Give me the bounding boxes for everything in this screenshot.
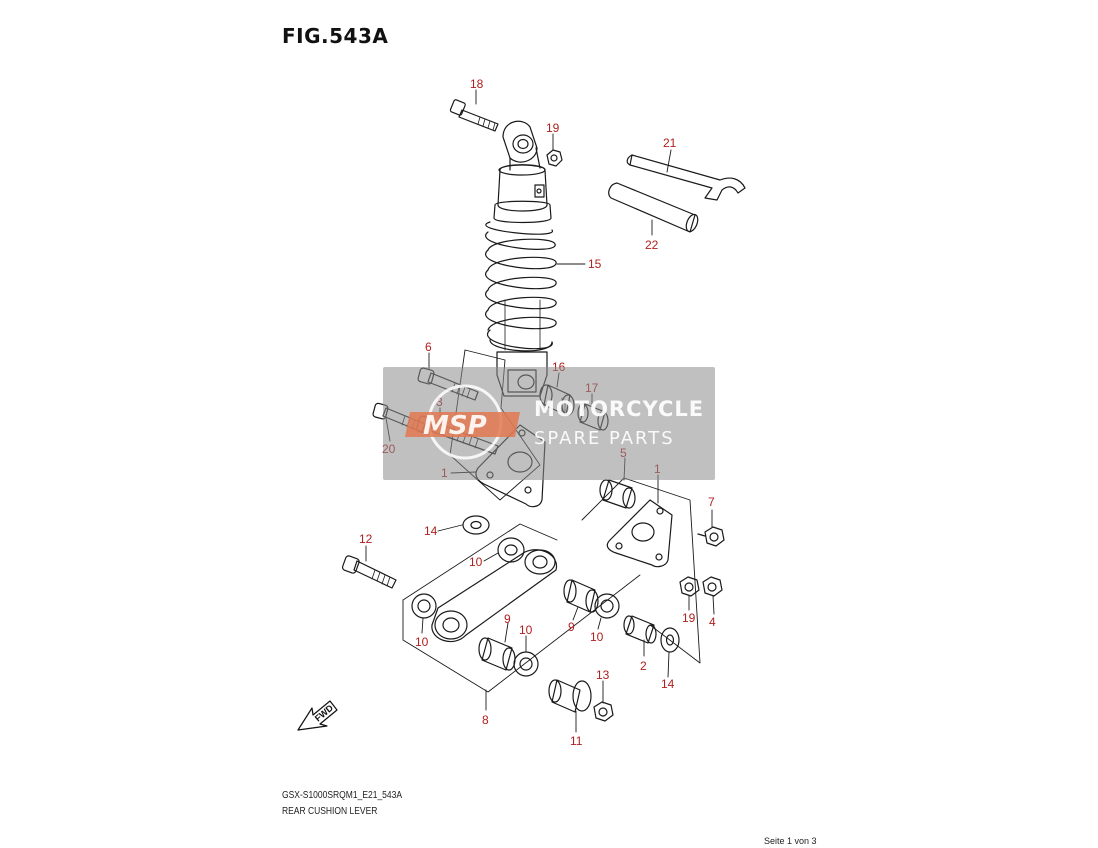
bolt-12-shape <box>341 555 397 589</box>
callout-2[interactable]: 2 <box>640 659 647 673</box>
figure-title: FIG.543A <box>282 24 389 48</box>
callout-9-right[interactable]: 9 <box>568 620 575 634</box>
callout-10-mid[interactable]: 10 <box>519 623 533 637</box>
model-code: GSX-S1000SRQM1_E21_543A <box>282 790 403 801</box>
shock-body-shape <box>493 164 552 224</box>
callout-13[interactable]: 13 <box>596 668 610 682</box>
callout-15[interactable]: 15 <box>588 257 602 271</box>
callout-6[interactable]: 6 <box>425 340 432 354</box>
section-name: REAR CUSHION LEVER <box>282 806 378 817</box>
seal-10-c-shape <box>594 593 620 619</box>
washer-14-bottom-shape <box>660 627 680 653</box>
watermark-line2: SPARE PARTS <box>534 428 675 449</box>
callout-7[interactable]: 7 <box>708 495 715 509</box>
callout-10-left[interactable]: 10 <box>415 635 429 649</box>
spring-15-shape <box>485 221 557 352</box>
callout-21[interactable]: 21 <box>663 136 677 150</box>
nut-19-top-shape <box>546 149 563 167</box>
watermark-line1: MOTORCYCLE <box>534 397 705 421</box>
lever-8-shape <box>431 549 558 643</box>
callout-19-top[interactable]: 19 <box>546 121 560 135</box>
seal-10-b-shape <box>411 593 437 619</box>
callout-10-right[interactable]: 10 <box>590 630 604 644</box>
callout-14-bottom[interactable]: 14 <box>661 677 675 691</box>
collar-2-shape <box>623 615 657 644</box>
callout-22[interactable]: 22 <box>645 238 659 252</box>
callout-8[interactable]: 8 <box>482 713 489 727</box>
needle-bearing-9-a-shape <box>563 579 599 613</box>
wrench-21-shape <box>626 154 746 201</box>
bolt-18-shape <box>449 99 499 132</box>
page-indicator: Seite 1 von 3 <box>764 836 817 846</box>
callout-14-top[interactable]: 14 <box>424 524 438 538</box>
nut-13-shape <box>593 701 614 722</box>
needle-bearing-9-b-shape <box>478 637 516 671</box>
nut-4-shape <box>702 576 723 597</box>
watermark-logo-text: MSP <box>423 411 487 441</box>
fwd-arrow-shape <box>297 700 338 731</box>
callout-11[interactable]: 11 <box>570 734 583 748</box>
callout-4[interactable]: 4 <box>709 615 716 629</box>
callout-12[interactable]: 12 <box>359 532 373 546</box>
washer-14-top-shape <box>462 515 490 535</box>
seal-10-d-shape <box>513 651 539 677</box>
watermark-logo: MSP <box>405 384 520 460</box>
callout-19-bottom[interactable]: 19 <box>682 611 696 625</box>
callout-18[interactable]: 18 <box>470 77 484 91</box>
extension-bar-22-shape <box>608 182 699 233</box>
nut-7-shape <box>697 526 725 547</box>
plate-1-right-shape <box>606 499 673 568</box>
shock-top-eye-shape <box>502 120 541 171</box>
collar-11-shape <box>548 679 592 713</box>
seal-10-a-shape <box>497 537 525 563</box>
callout-9-mid[interactable]: 9 <box>504 612 511 626</box>
nut-19-bottom-shape <box>679 576 700 597</box>
callout-10-top[interactable]: 10 <box>469 555 483 569</box>
